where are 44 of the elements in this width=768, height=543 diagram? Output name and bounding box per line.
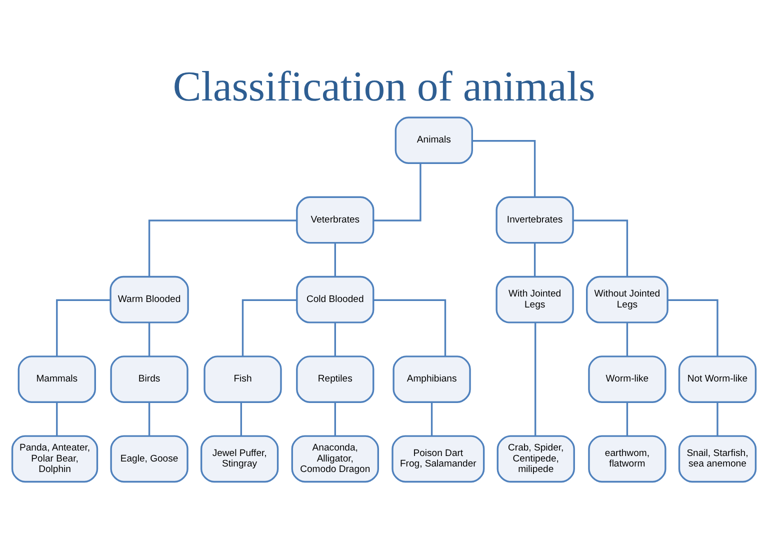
node-box: Fish: [204, 355, 282, 402]
node-box: Invertebrates: [496, 196, 574, 244]
connector: [148, 322, 150, 356]
connector: [626, 322, 628, 356]
connector: [472, 140, 536, 197]
connector: [148, 402, 150, 436]
connector: [56, 298, 110, 356]
connector: [430, 402, 433, 436]
node-box: Worm-like: [588, 355, 666, 402]
node-box: Anaconda, Alligator, Comodo Dragon: [291, 434, 380, 482]
node-box: With Jointed Legs: [496, 275, 574, 323]
connector: [534, 322, 536, 436]
node-box: Not Worm-like: [678, 355, 757, 402]
node-box: Warm Blooded: [110, 275, 189, 323]
connector: [56, 402, 58, 436]
connector: [716, 402, 718, 436]
node-box: Veterbrates: [296, 196, 374, 244]
node-box: Crab, Spider, Centipede, milipede: [496, 434, 575, 482]
connector: [240, 402, 242, 436]
node-box: Animals: [394, 116, 473, 164]
connector: [668, 298, 718, 356]
node-box: Eagle, Goose: [110, 434, 188, 482]
connector: [242, 298, 297, 356]
node-box: Without Jointed Legs: [586, 275, 668, 323]
connector: [374, 163, 422, 221]
connector: [534, 242, 536, 276]
diagram-title: Classification of animals: [172, 62, 596, 110]
connector: [626, 402, 628, 436]
node-box: Jewel Puffer, Stingray: [200, 434, 279, 482]
node-box: Birds: [110, 355, 188, 402]
connector: [374, 298, 446, 356]
connector: [334, 242, 336, 276]
node-box: Panda, Anteater, Polar Bear, Dolphin: [11, 434, 98, 482]
node-box: Cold Blooded: [296, 275, 374, 323]
node-box: Snail, Starfish, sea anemone: [678, 434, 757, 482]
connector: [573, 219, 628, 276]
node-box: Poison Dart Frog, Salamander: [392, 434, 485, 482]
node-box: earthwom, flatworm: [588, 434, 666, 482]
node-box: Mammals: [18, 355, 96, 402]
node-box: Reptiles: [296, 355, 374, 402]
connector: [334, 322, 336, 356]
connector: [148, 219, 297, 276]
connector: [334, 402, 336, 436]
node-box: Amphibians: [392, 355, 471, 402]
